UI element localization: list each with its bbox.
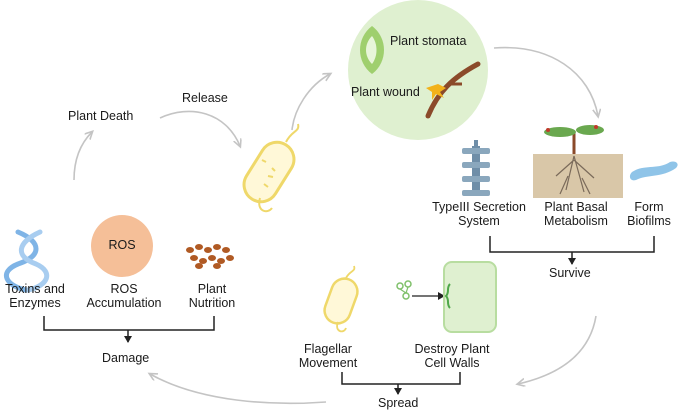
stomata-label: Plant stomata <box>390 34 467 48</box>
survive-bracket <box>489 236 655 265</box>
arrow-to-infection-site <box>291 74 330 131</box>
release-label: Release <box>182 91 228 105</box>
flagellar-bacterium-icon <box>323 265 359 333</box>
biofilm-icon <box>629 161 678 181</box>
ros-badge-label: ROS <box>108 238 136 252</box>
toxins-helix-icon <box>3 229 50 293</box>
plant-death-label: Plant Death <box>68 109 134 123</box>
spread-label: Spread <box>378 396 419 410</box>
stomata-icon <box>360 26 384 74</box>
spread-bracket <box>341 372 461 395</box>
bacterium-icon <box>242 123 300 213</box>
ros-circle <box>91 215 153 277</box>
arrow-to-plant-death <box>73 132 92 181</box>
wound-stem-icon <box>425 61 481 119</box>
infection-site-circle <box>348 0 488 140</box>
survive-label: Survive <box>549 266 591 280</box>
damage-bracket <box>43 316 215 343</box>
arrow-release <box>159 110 240 146</box>
arrow-to-damage <box>150 374 327 405</box>
plant-nutrition-icon <box>186 244 234 269</box>
wound-label: Plant wound <box>351 85 420 99</box>
arrow-to-survive <box>493 46 598 116</box>
damage-label: Damage <box>102 351 150 365</box>
arrow-to-spread <box>518 315 597 384</box>
plant-basal-metabolism-icon <box>533 125 623 198</box>
destroy-cell-walls-icon <box>396 261 497 333</box>
type3-secretion-icon <box>462 140 490 196</box>
